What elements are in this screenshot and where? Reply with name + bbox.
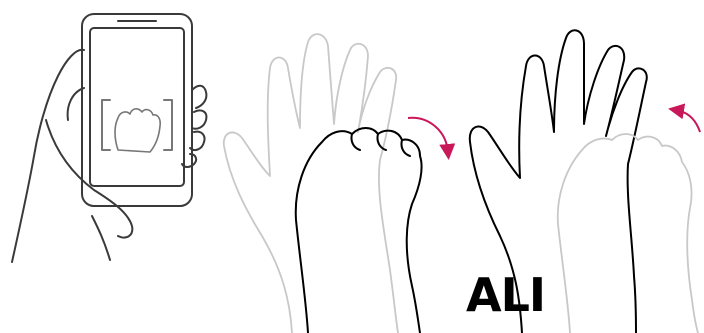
phone-body	[82, 14, 192, 206]
rotate-arrow-icon	[676, 110, 700, 132]
phone-screen	[90, 28, 184, 186]
camera-frame-icon	[102, 100, 172, 150]
hand-holding-phone-icon	[12, 14, 206, 262]
rotate-arrow-icon	[408, 118, 448, 152]
caption-label: ALI	[466, 272, 545, 318]
fist-preview-icon	[115, 109, 160, 152]
open-hand-icon	[224, 34, 398, 333]
holding-hand	[12, 50, 206, 262]
fist-icon	[296, 128, 422, 333]
